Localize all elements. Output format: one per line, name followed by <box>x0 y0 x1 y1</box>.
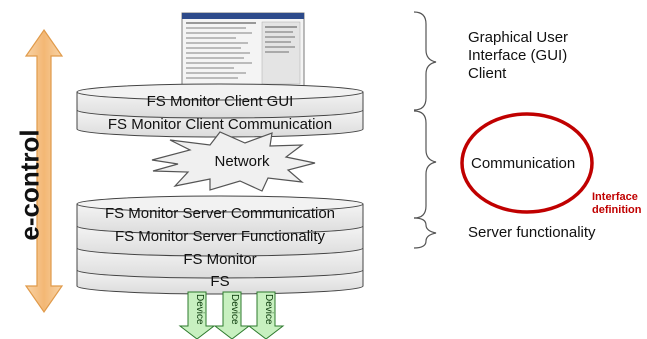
layer-server-func: FS Monitor Server Functionality <box>114 228 326 245</box>
interface-circle <box>460 112 594 214</box>
device-arrow-2 <box>213 291 251 339</box>
brace-communication <box>413 110 437 219</box>
interface-definition-label: Interface definition <box>592 191 642 216</box>
gui-label: Graphical User Interface (GUI) Client <box>468 29 569 82</box>
gui-screenshot-thumbnail <box>181 12 305 90</box>
server-functionality-label: Server functionality <box>468 224 596 241</box>
brace-server <box>413 217 437 249</box>
brace-gui <box>413 11 437 111</box>
layer-client-gui: FS Monitor Client GUI <box>146 93 294 110</box>
communication-label: Communication <box>471 155 576 172</box>
device-label-2: Device <box>229 294 240 325</box>
client-disk-stack <box>76 83 364 138</box>
device-arrow-1 <box>178 291 216 339</box>
device-label-1: Device <box>194 294 205 325</box>
network-label: Network <box>214 153 270 170</box>
layer-fs-monitor: FS Monitor <box>183 251 257 268</box>
layer-fs: FS <box>210 273 230 290</box>
device-label-3: Device <box>263 294 274 325</box>
server-disk-stack <box>76 195 364 295</box>
network-cloud-icon <box>151 131 316 192</box>
layer-server-comm: FS Monitor Server Communication <box>104 205 336 222</box>
double-arrow-icon <box>24 28 64 314</box>
device-arrow-3 <box>247 291 285 339</box>
layer-client-comm: FS Monitor Client Communication <box>107 116 333 133</box>
